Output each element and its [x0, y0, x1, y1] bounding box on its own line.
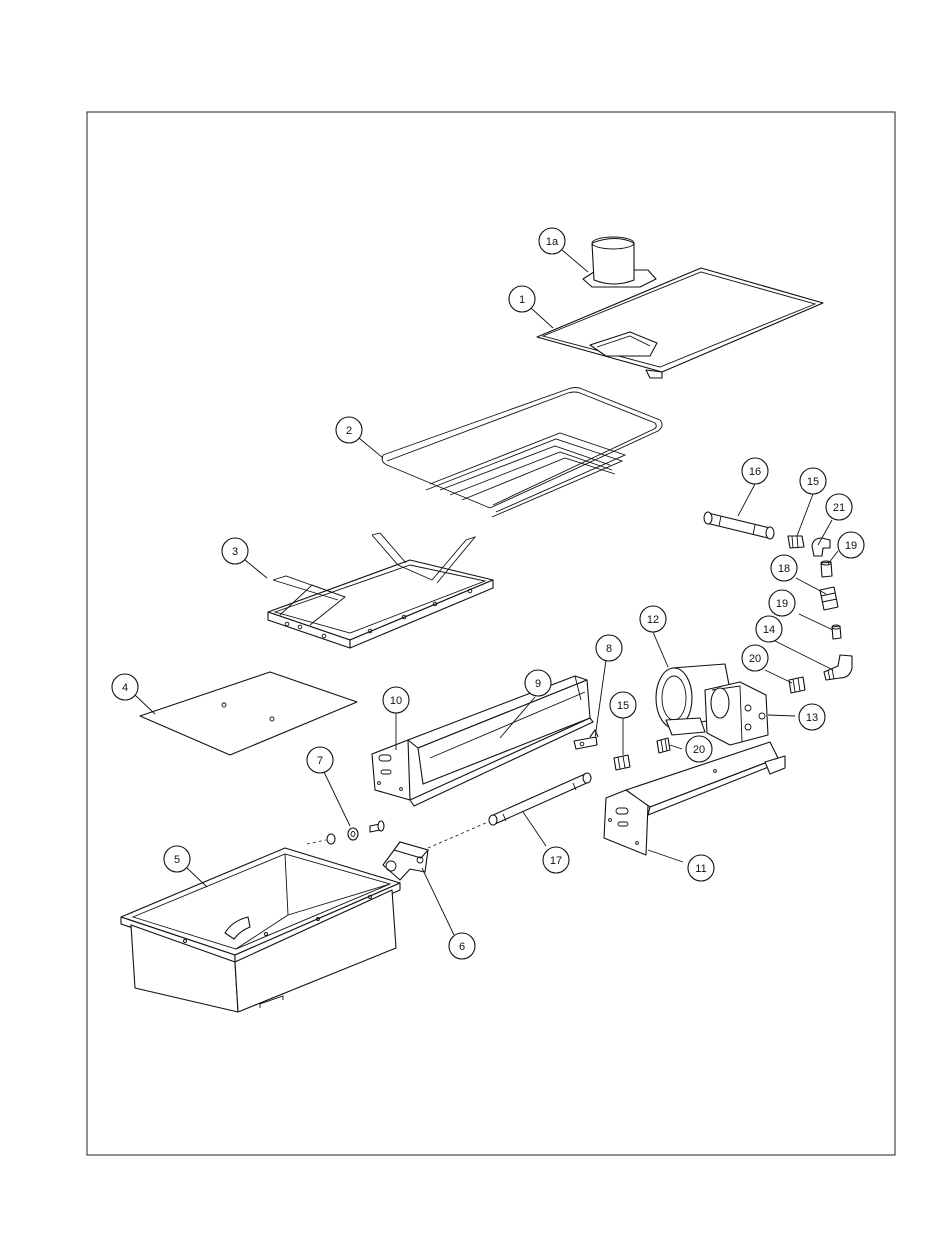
- svg-text:19: 19: [776, 598, 788, 610]
- callout-18: 18: [771, 555, 797, 581]
- svg-text:6: 6: [459, 941, 465, 953]
- callout-3: 3: [222, 538, 248, 564]
- svg-text:21: 21: [833, 502, 845, 514]
- callout-4: 4: [112, 674, 138, 700]
- callout-15-upper: 15: [800, 468, 826, 494]
- svg-text:7: 7: [317, 755, 323, 767]
- svg-text:20: 20: [693, 744, 705, 756]
- part-7-hardware: [307, 821, 488, 848]
- part-6-bracket: [383, 842, 428, 880]
- svg-text:11: 11: [695, 863, 706, 875]
- callout-15-lower: 15: [610, 692, 636, 718]
- callout-16: 16: [742, 458, 768, 484]
- callout-11: 11: [688, 855, 714, 881]
- callout-12: 12: [640, 606, 666, 632]
- callout-8: 8: [596, 635, 622, 661]
- callout-19-lower: 19: [769, 590, 795, 616]
- callout-7: 7: [307, 747, 333, 773]
- svg-text:17: 17: [550, 855, 562, 867]
- part-15-fitting-upper: [788, 536, 804, 548]
- callout-6: 6: [449, 933, 475, 959]
- callout-5: 5: [164, 846, 190, 872]
- callout-2: 2: [336, 417, 362, 443]
- callout-21: 21: [826, 494, 852, 520]
- svg-text:1: 1: [519, 294, 525, 306]
- part-19-fitting-lower: [832, 625, 841, 639]
- callout-10: 10: [383, 687, 409, 713]
- svg-text:2: 2: [346, 425, 352, 437]
- callout-13: 13: [799, 704, 825, 730]
- svg-text:5: 5: [174, 854, 180, 866]
- svg-text:8: 8: [606, 643, 612, 655]
- svg-text:20: 20: [749, 653, 761, 665]
- part-15-fitting-lower: [614, 755, 630, 770]
- part-4-plate: [140, 672, 357, 755]
- svg-text:15: 15: [807, 476, 819, 488]
- callout-20-upper: 20: [742, 645, 768, 671]
- svg-text:12: 12: [647, 614, 659, 626]
- callout-14: 14: [756, 616, 782, 642]
- part-17-pipe: [489, 773, 591, 825]
- svg-text:16: 16: [749, 466, 761, 478]
- part-19-fitting-upper: [821, 561, 832, 577]
- part-18-union: [820, 587, 838, 610]
- callout-17: 17: [543, 847, 569, 873]
- part-2-heating-element: [382, 388, 662, 518]
- part-8-small-bracket: [574, 730, 598, 749]
- callout-9: 9: [525, 670, 551, 696]
- part-20-fitting-upper: [789, 677, 805, 693]
- callout-1a: 1a: [539, 228, 565, 254]
- svg-text:9: 9: [535, 678, 541, 690]
- svg-text:13: 13: [806, 712, 818, 724]
- svg-text:18: 18: [778, 563, 790, 575]
- callout-19-upper: 19: [838, 532, 864, 558]
- callout-20-lower: 20: [686, 736, 712, 762]
- svg-text:3: 3: [232, 546, 238, 558]
- svg-text:10: 10: [390, 695, 402, 707]
- svg-text:19: 19: [845, 540, 857, 552]
- svg-text:1a: 1a: [546, 236, 559, 248]
- callout-1: 1: [509, 286, 535, 312]
- part-1a-duct-collar: [583, 237, 656, 287]
- part-5-tank: [121, 848, 400, 1012]
- leader-lines: [135, 250, 838, 935]
- svg-text:14: 14: [763, 624, 775, 636]
- part-16-pipe-upper: [704, 512, 774, 539]
- svg-text:4: 4: [122, 682, 128, 694]
- part-20-fitting-lower: [657, 738, 670, 753]
- part-3-element-frame: [268, 533, 493, 648]
- part-12-13-motor-pump: [656, 664, 768, 745]
- svg-text:15: 15: [617, 700, 629, 712]
- part-21-elbow: [812, 538, 830, 556]
- part-1-top-panel: [537, 268, 823, 378]
